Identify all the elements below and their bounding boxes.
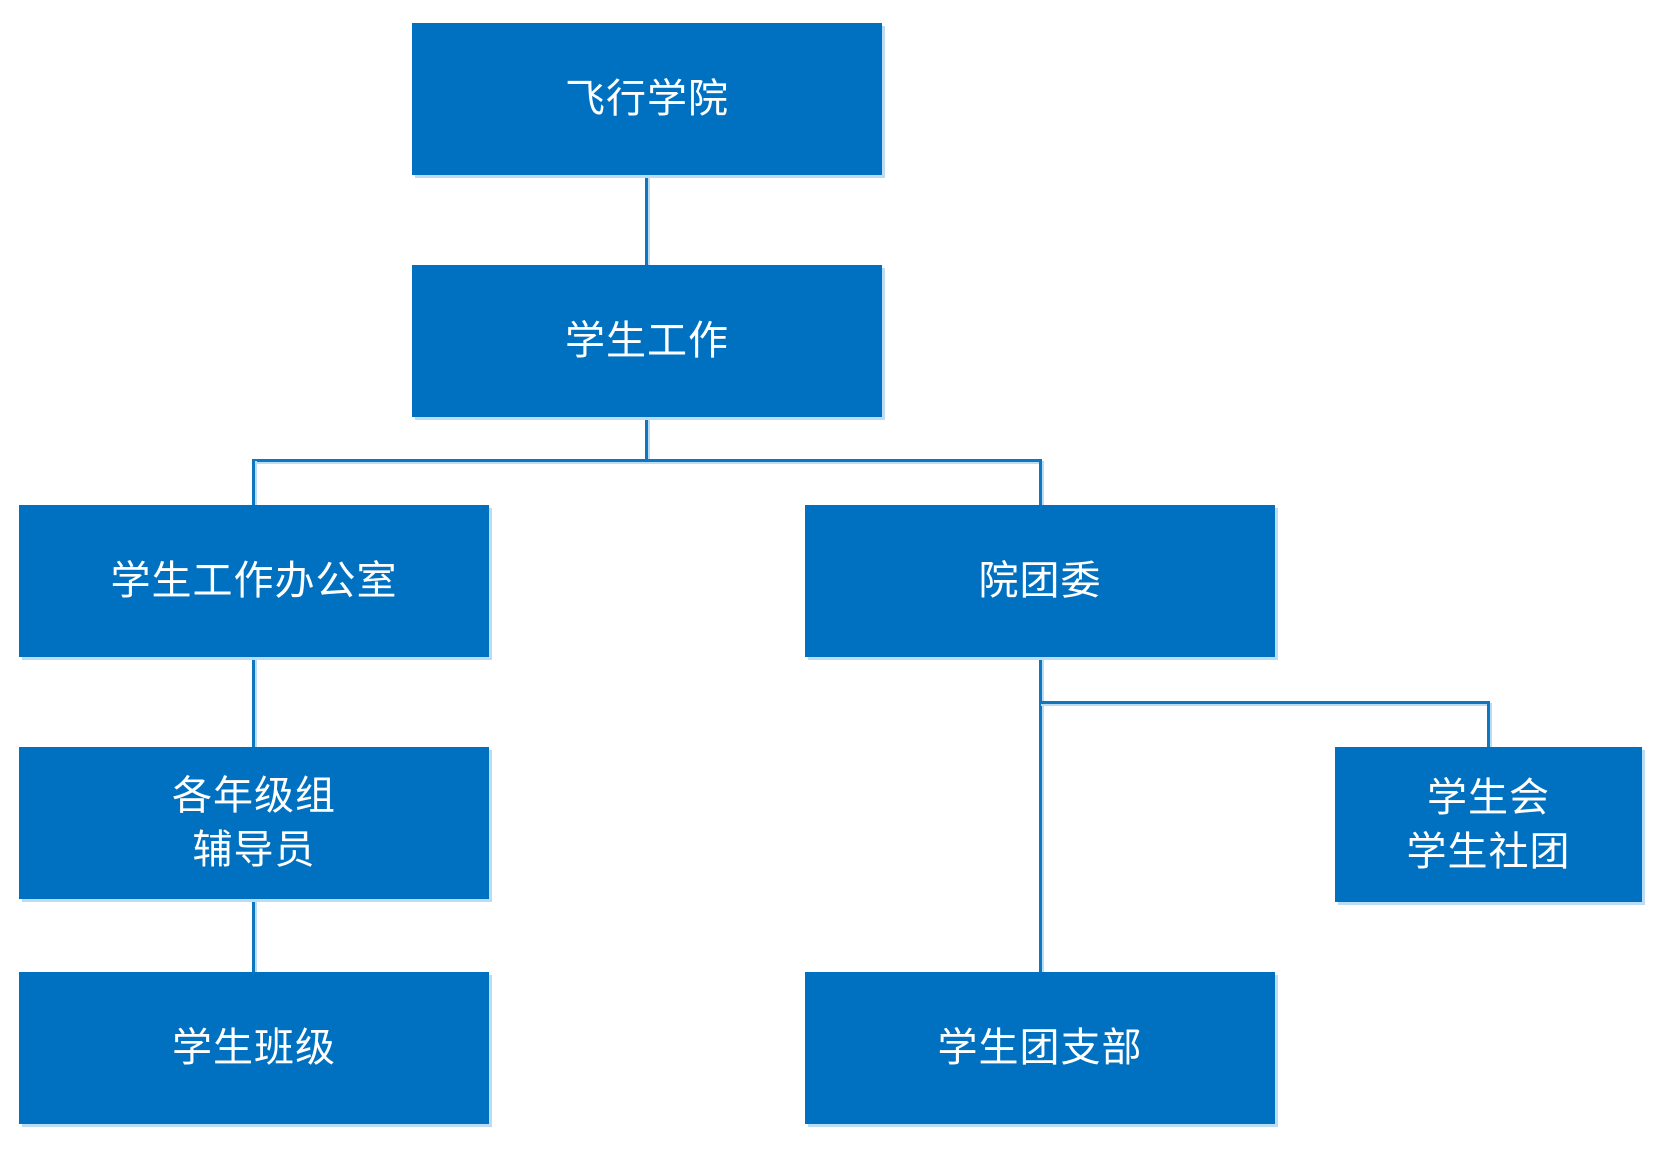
- org-node-student-league-branch: 学生团支部: [805, 972, 1275, 1124]
- connector-root-to-student-affairs: [645, 175, 648, 265]
- connector-league-to-union-horizontal: [1039, 701, 1490, 704]
- connector-split-horizontal: [252, 459, 1042, 462]
- connector-drop-to-office: [252, 459, 255, 505]
- connector-student-affairs-drop: [645, 417, 648, 460]
- connector-drop-to-league-committee: [1039, 459, 1042, 505]
- org-node-grade-counselors: 各年级组 辅导员: [19, 747, 489, 899]
- org-node-student-classes: 学生班级: [19, 972, 489, 1124]
- org-node-student-affairs: 学生工作: [412, 265, 882, 417]
- org-node-student-affairs-office: 学生工作办公室: [19, 505, 489, 657]
- connector-league-to-branch: [1039, 657, 1042, 972]
- connector-office-to-counselors: [252, 657, 255, 747]
- org-node-flight-academy: 飞行学院: [412, 23, 882, 175]
- org-node-student-union-clubs: 学生会 学生社团: [1335, 747, 1642, 902]
- connector-drop-to-union-clubs: [1487, 701, 1490, 747]
- org-node-youth-league-committee: 院团委: [805, 505, 1275, 657]
- connector-counselors-to-classes: [252, 899, 255, 972]
